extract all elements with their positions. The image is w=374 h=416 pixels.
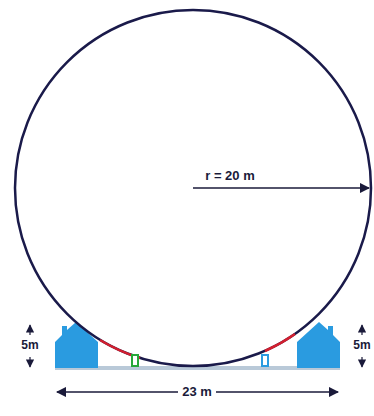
height-arrow <box>361 357 362 367</box>
clearance-arc <box>265 334 295 351</box>
blue-marker <box>262 355 268 366</box>
width-label: 23 m <box>178 385 216 399</box>
radius-arrow <box>193 187 369 189</box>
wheel-circle <box>15 10 371 366</box>
height-arrow <box>361 325 362 335</box>
height-arrow <box>29 357 30 367</box>
height-label: 5m <box>21 339 38 352</box>
radius-label: r = 20 m <box>205 169 255 183</box>
green-marker <box>132 355 138 366</box>
house-left <box>55 322 98 368</box>
height-label: 5m <box>353 339 370 352</box>
height-arrow <box>29 325 30 335</box>
